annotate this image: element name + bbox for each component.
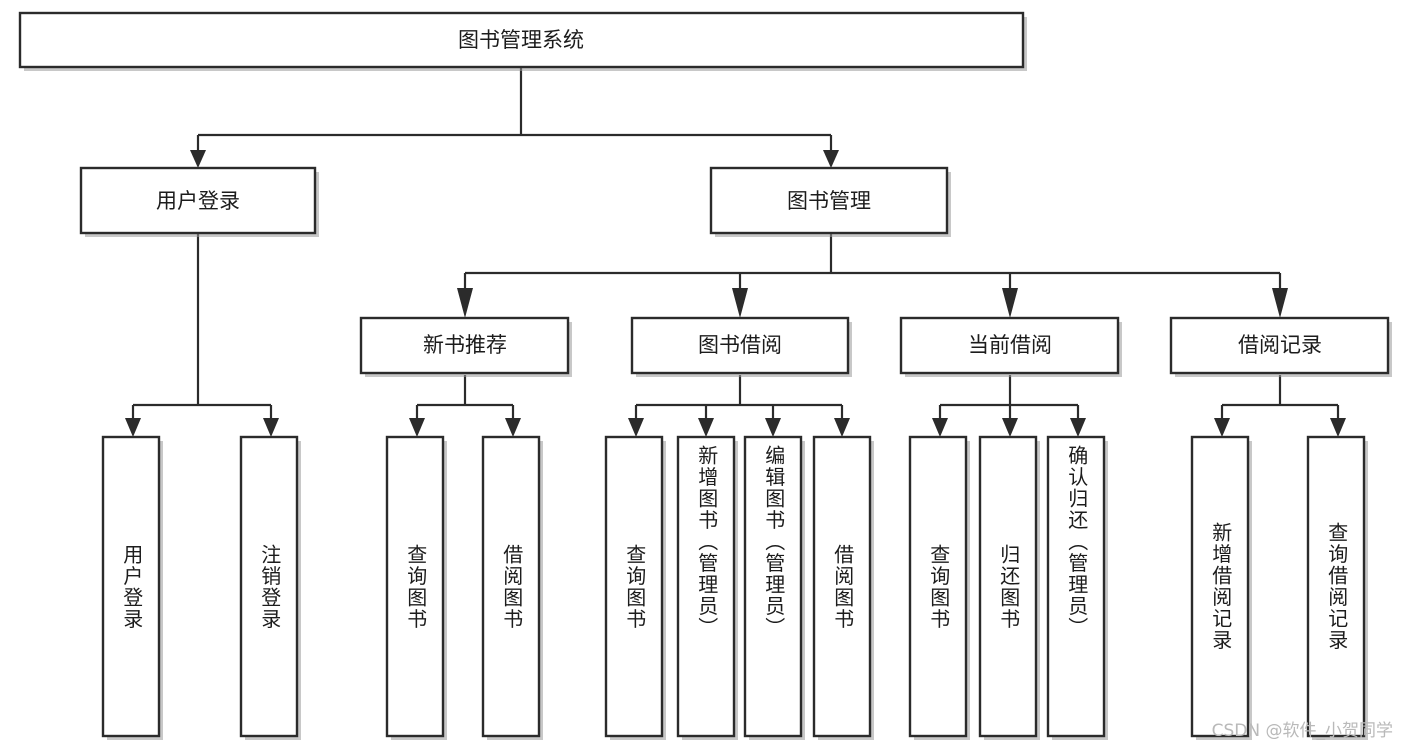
leaf-bb-edit-box[interactable] <box>743 435 803 738</box>
leaf-cb-return-box[interactable] <box>978 435 1038 738</box>
leaf-bb-query-box[interactable] <box>604 435 664 738</box>
node-new-book-recommend-label: 新书推荐 <box>423 333 507 357</box>
node-borrow-record-box[interactable] <box>1169 316 1390 375</box>
leaf-br-add-box[interactable] <box>1190 435 1250 738</box>
node-user-login-label: 用户登录 <box>156 189 240 213</box>
arrow-head-bookborrow-l2 <box>698 418 714 437</box>
arrow-head-login-leaf1 <box>125 418 141 437</box>
node-book-management-box[interactable] <box>709 166 949 235</box>
arrow-head-newbook <box>457 288 473 318</box>
node-current-borrow[interactable]: 当前借阅 <box>899 316 1122 377</box>
arrow-head-currentborrow-l2 <box>1002 418 1018 437</box>
leaf-br-query-box[interactable] <box>1306 435 1366 738</box>
arrow-head-currentborrow-l3 <box>1070 418 1086 437</box>
leaf-cb-confirm-box[interactable] <box>1046 435 1106 738</box>
arrow-head-bookmgmt <box>823 150 839 168</box>
arrow-head-bookborrow-l1 <box>628 418 644 437</box>
leaf-nb-query-box[interactable] <box>385 435 445 738</box>
leaf-user-login-box[interactable] <box>101 435 161 738</box>
arrow-head-borrowrecord-l1 <box>1214 418 1230 437</box>
arrow-head-bookborrow-l3 <box>765 418 781 437</box>
arrow-head-borrowrecord <box>1272 288 1288 318</box>
leaf-cb-query-box[interactable] <box>908 435 968 738</box>
node-user-login[interactable]: 用户登录 <box>79 166 319 237</box>
connector-group <box>125 67 1346 437</box>
node-new-book-recommend[interactable]: 新书推荐 <box>359 316 572 377</box>
arrow-head-bookborrow <box>732 288 748 318</box>
node-root-box[interactable] <box>18 11 1025 69</box>
node-book-management-label: 图书管理 <box>787 189 871 213</box>
node-user-login-box[interactable] <box>79 166 317 235</box>
node-book-borrow[interactable]: 图书借阅 <box>630 316 852 377</box>
node-root[interactable]: 图书管理系统 <box>18 11 1027 71</box>
arrow-head-currentborrow-l1 <box>932 418 948 437</box>
node-current-borrow-label: 当前借阅 <box>968 333 1052 357</box>
node-book-borrow-box[interactable] <box>630 316 850 375</box>
arrow-head-login <box>190 150 206 168</box>
arrow-head-login-leaf2 <box>263 418 279 437</box>
leaf-logout-box[interactable] <box>239 435 299 738</box>
arrow-head-currentborrow <box>1002 288 1018 318</box>
node-borrow-record[interactable]: 借阅记录 <box>1169 316 1392 377</box>
arrow-head-newbook-l2 <box>505 418 521 437</box>
leaf-nb-borrow-box[interactable] <box>481 435 541 738</box>
node-book-management[interactable]: 图书管理 <box>709 166 951 237</box>
arrow-head-bookborrow-l4 <box>834 418 850 437</box>
node-new-book-recommend-box[interactable] <box>359 316 570 375</box>
arrow-head-borrowrecord-l2 <box>1330 418 1346 437</box>
leaf-bb-borrow-box[interactable] <box>812 435 872 738</box>
node-root-label: 图书管理系统 <box>458 28 584 52</box>
node-borrow-record-label: 借阅记录 <box>1238 333 1322 357</box>
node-book-borrow-label: 图书借阅 <box>698 333 782 357</box>
leaf-box-group <box>101 435 1368 740</box>
arrow-head-newbook-l1 <box>409 418 425 437</box>
node-current-borrow-box[interactable] <box>899 316 1120 375</box>
leaf-bb-add-box[interactable] <box>676 435 736 738</box>
